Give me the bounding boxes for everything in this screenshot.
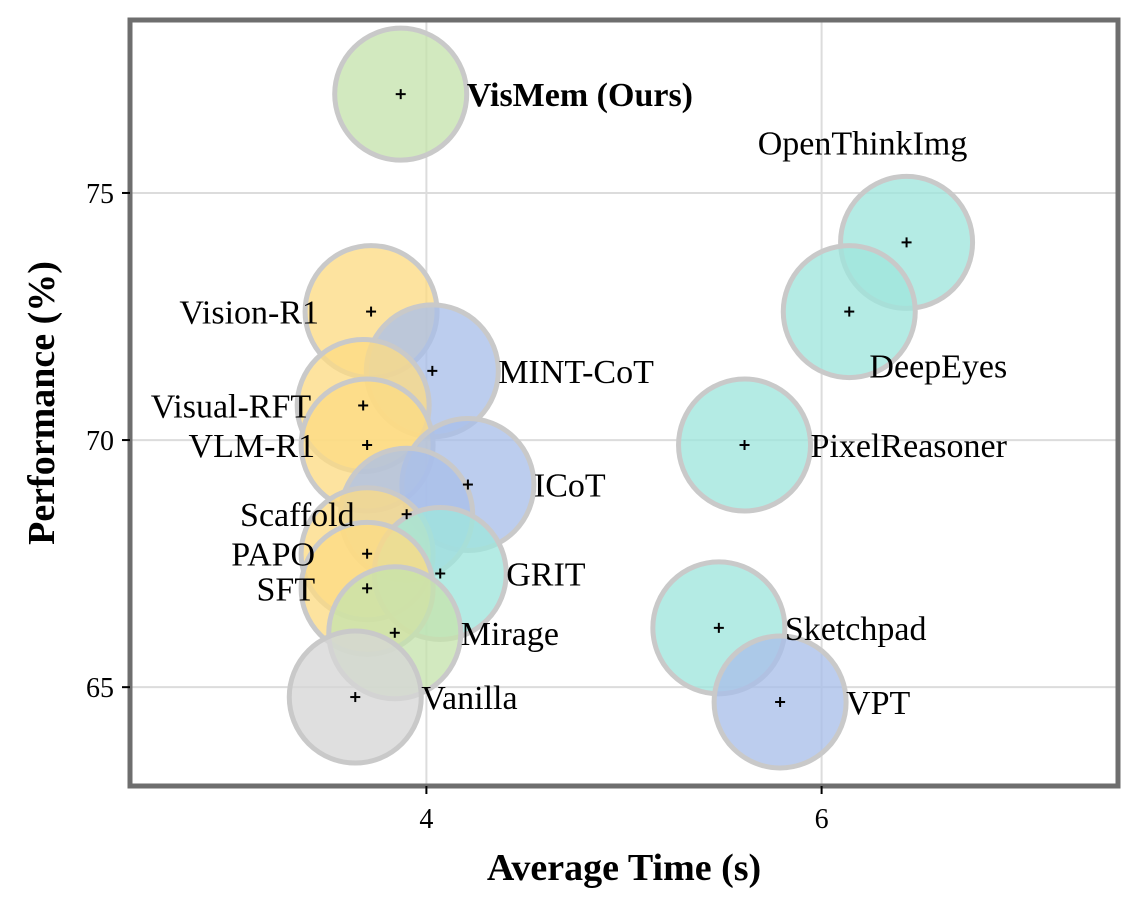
x-tick-label: 4: [419, 804, 433, 835]
label-sft: SFT: [257, 571, 316, 608]
marker-sketchpad: [713, 622, 724, 633]
label-vision-r1: Vision-R1: [179, 295, 319, 332]
point-markers: [350, 89, 912, 707]
marker-pixelreasoner: [739, 440, 750, 451]
marker-vanilla: [350, 692, 361, 703]
marker-papo: [362, 548, 373, 559]
marker-vlm-r1: [362, 440, 373, 451]
x-axis-title: Average Time (s): [487, 847, 761, 889]
y-tick-label: 75: [86, 179, 114, 210]
marker-scaffold: [401, 509, 412, 520]
marker-icot: [462, 479, 473, 490]
label-deepeyes: DeepEyes: [869, 349, 1007, 386]
label-papo: PAPO: [231, 537, 315, 574]
label-openthinkimg: OpenThinkImg: [758, 125, 968, 162]
marker-vpt: [775, 696, 786, 707]
marker-visual-rft: [358, 400, 369, 411]
marker-grit: [435, 568, 446, 579]
label-visual-rft: Visual-RFT: [151, 388, 312, 425]
marker-openthinkimg: [901, 237, 912, 248]
plot-frame: [127, 17, 1121, 789]
marker-sft: [362, 583, 373, 594]
label-sketchpad: Sketchpad: [785, 611, 927, 648]
label-vlm-r1: VLM-R1: [189, 428, 316, 465]
marker-deepeyes: [844, 306, 855, 317]
label-icot: ICoT: [534, 468, 606, 505]
label-grit: GRIT: [506, 556, 586, 593]
label-mint-cot: MINT-CoT: [498, 354, 654, 391]
x-tick-label: 6: [815, 804, 829, 835]
y-tick-label: 65: [86, 673, 114, 704]
marker-mirage: [389, 627, 400, 638]
label-vanilla: Vanilla: [421, 680, 517, 717]
label-pixelreasoner: PixelReasoner: [811, 428, 1008, 465]
label-vpt: VPT: [846, 685, 910, 722]
label-mirage: Mirage: [461, 616, 559, 653]
y-axis-title: Performance (%): [21, 261, 63, 545]
marker-vision-r1: [366, 306, 377, 317]
marker-mint-cot: [427, 365, 438, 376]
marker-vismem-ours: [395, 89, 406, 100]
label-scaffold: Scaffold: [240, 497, 355, 534]
axis-ticks: 4 6 65 70 75: [86, 179, 829, 835]
y-tick-label: 70: [86, 426, 114, 457]
label-vismem-ours: VisMem (Ours): [467, 77, 693, 114]
